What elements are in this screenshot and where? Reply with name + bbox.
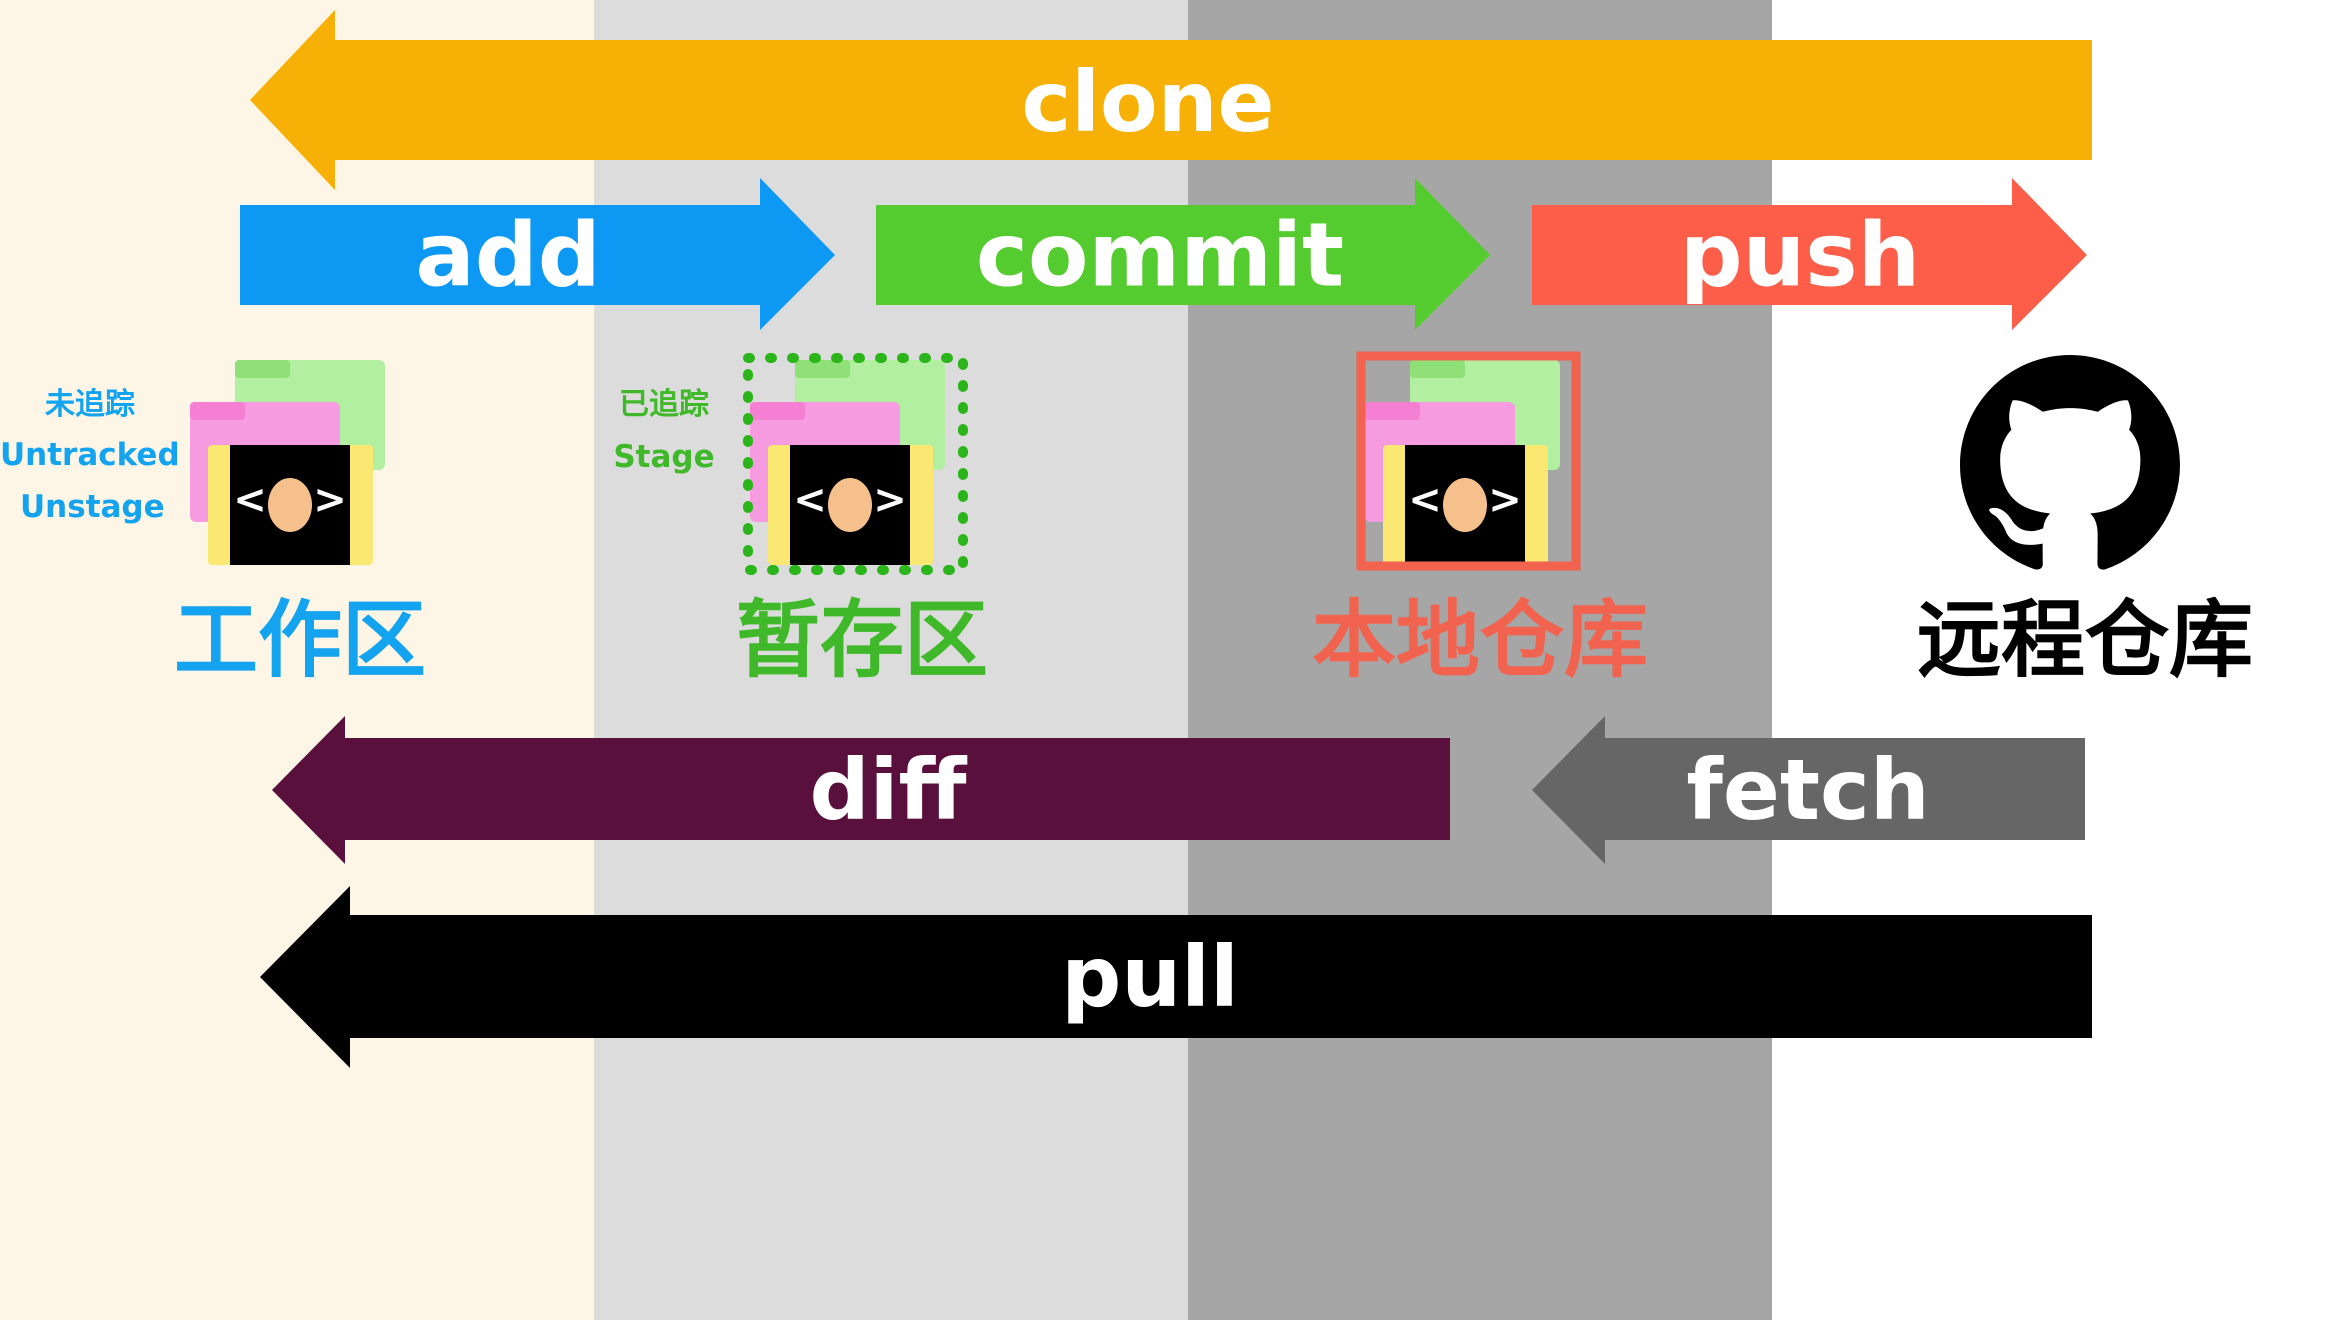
- svg-text:<: <: [233, 477, 267, 523]
- svg-text:<: <: [793, 477, 827, 523]
- workspace-status-untracked: Untracked: [0, 437, 180, 473]
- remote-repo-title: 远程仓库: [1916, 591, 2253, 689]
- local-code-folder-icon: < >: [1356, 351, 1581, 571]
- add-arrow: add: [240, 178, 835, 330]
- workspace-status-unstage: Unstage: [20, 489, 165, 525]
- workspace-status-cn: 未追踪: [45, 387, 135, 422]
- github-icon: [1960, 355, 2180, 570]
- fetch-label: fetch: [1686, 741, 1929, 839]
- local-repo-title: 本地仓库: [1311, 591, 1648, 689]
- clone-label: clone: [1021, 53, 1274, 151]
- staging-code-folder-icon: < >: [743, 353, 968, 575]
- svg-text:<: <: [1408, 477, 1442, 523]
- staging-title: 暂存区: [735, 591, 988, 689]
- fetch-arrow: fetch: [1532, 716, 2085, 864]
- push-label: push: [1680, 204, 1921, 307]
- workspace-code-folder-icon: < >: [190, 360, 385, 565]
- pull-arrow: pull: [260, 886, 2092, 1068]
- diff-label: diff: [810, 741, 968, 839]
- commit-arrow: commit: [876, 178, 1490, 330]
- svg-text:>: >: [873, 477, 907, 523]
- svg-text:>: >: [313, 477, 347, 523]
- commit-label: commit: [976, 204, 1344, 307]
- diff-arrow: diff: [272, 716, 1450, 864]
- pull-label: pull: [1061, 928, 1239, 1026]
- add-label: add: [415, 204, 600, 307]
- svg-text:>: >: [1488, 477, 1522, 523]
- clone-arrow: clone: [250, 10, 2092, 190]
- workspace-title: 工作区: [173, 591, 426, 689]
- push-arrow: push: [1532, 178, 2087, 330]
- staging-status-cn: 已追踪: [619, 387, 709, 422]
- staging-status-stage: Stage: [613, 439, 715, 475]
